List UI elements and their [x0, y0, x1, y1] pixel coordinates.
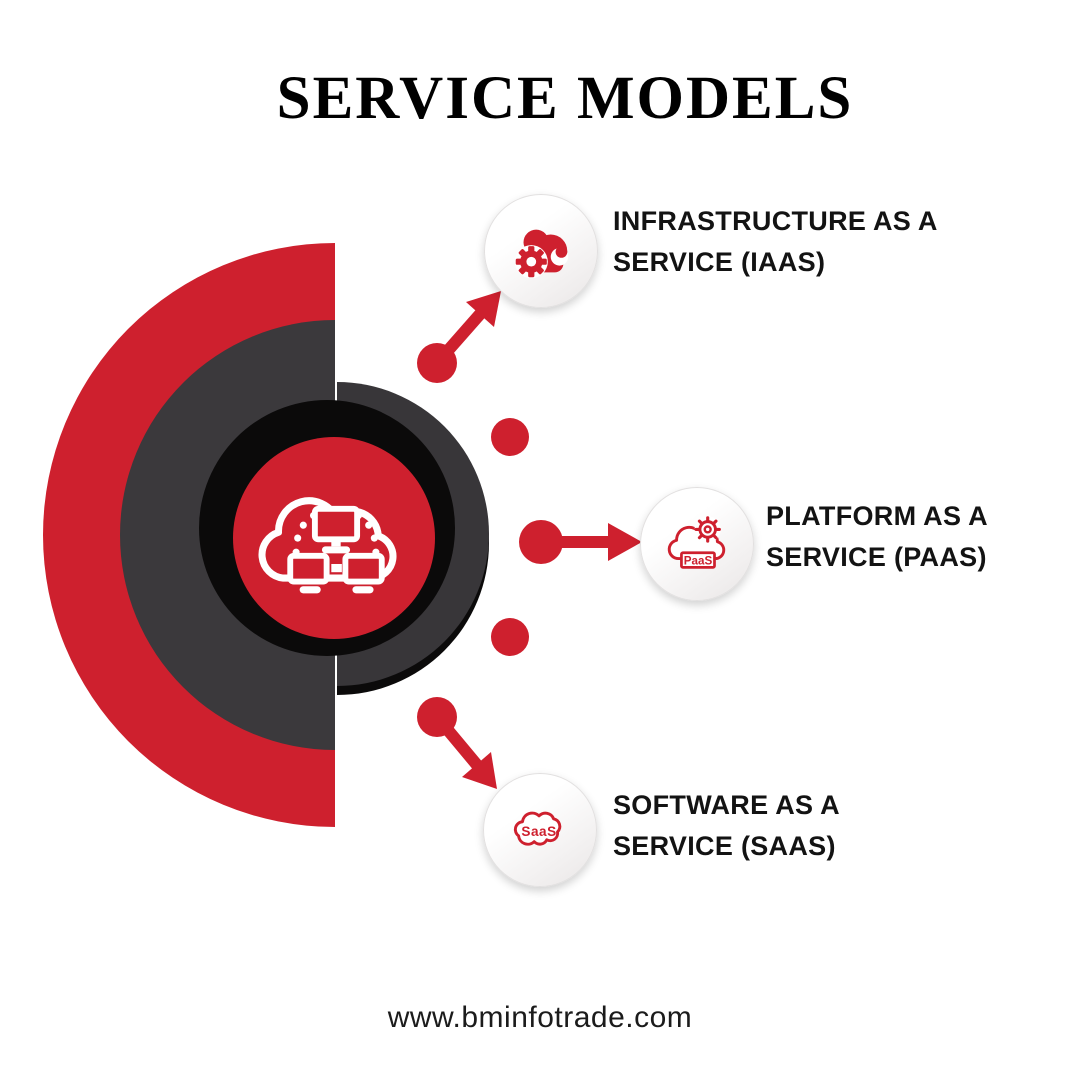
arrow-paas [519, 520, 642, 564]
arrow-saas [417, 697, 497, 789]
paas-label-line2: SERVICE (PAAS) [766, 542, 987, 572]
paas-bubble: PaaS [640, 487, 754, 601]
saas-icon-text: SaaS [521, 824, 556, 839]
saas-label-line1: SOFTWARE AS A [613, 790, 840, 820]
saas-bubble: SaaS [483, 773, 597, 887]
page-title: SERVICE MODELS [276, 65, 854, 132]
cloud-gear-icon [514, 229, 569, 279]
cloud-network-icon [258, 497, 397, 594]
iaas-label-line1: INFRASTRUCTURE AS A [613, 206, 938, 236]
arrow-iaas [417, 291, 501, 383]
paas-label: PLATFORM AS A SERVICE (PAAS) [766, 496, 988, 578]
dot-lower [491, 618, 529, 656]
iaas-label-line2: SERVICE (IAAS) [613, 247, 826, 277]
cloud-paas-icon: PaaS [667, 516, 726, 569]
paas-label-line1: PLATFORM AS A [766, 501, 988, 531]
saas-label-line2: SERVICE (SAAS) [613, 831, 836, 861]
iaas-bubble [484, 194, 598, 308]
iaas-label: INFRASTRUCTURE AS A SERVICE (IAAS) [613, 201, 938, 283]
paas-icon-text: PaaS [684, 554, 713, 567]
dot-upper [491, 418, 529, 456]
cloud-saas-icon: SaaS [513, 811, 562, 846]
website-url: www.bminfotrade.com [387, 1001, 693, 1034]
saas-label: SOFTWARE AS A SERVICE (SAAS) [613, 785, 840, 867]
